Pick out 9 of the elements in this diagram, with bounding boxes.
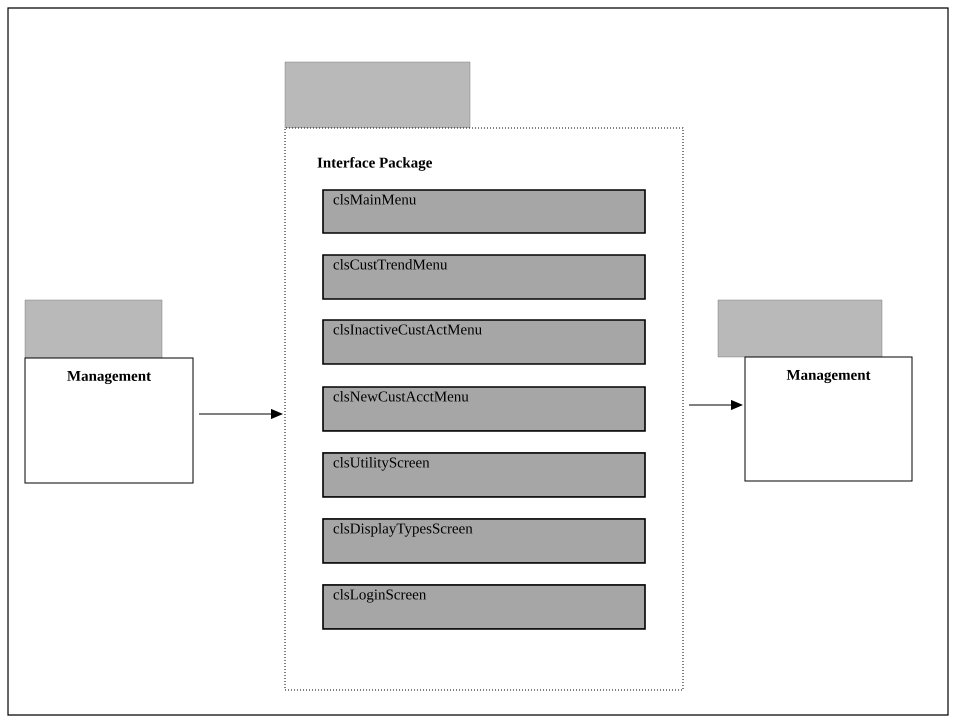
package-box: Management <box>718 300 912 482</box>
class-box: clsMainMenu <box>322 189 646 234</box>
class-box: clsNewCustAcctMenu <box>322 386 646 432</box>
class-box: clsInactiveCustActMenu <box>322 319 646 365</box>
class-box: clsUtilityScreen <box>322 452 646 498</box>
class-box: clsLoginScreen <box>322 584 646 630</box>
class-box: clsDisplayTypesScreen <box>322 518 646 564</box>
package-box: Management <box>24 300 194 484</box>
class-box: clsCustTrendMenu <box>322 254 646 300</box>
